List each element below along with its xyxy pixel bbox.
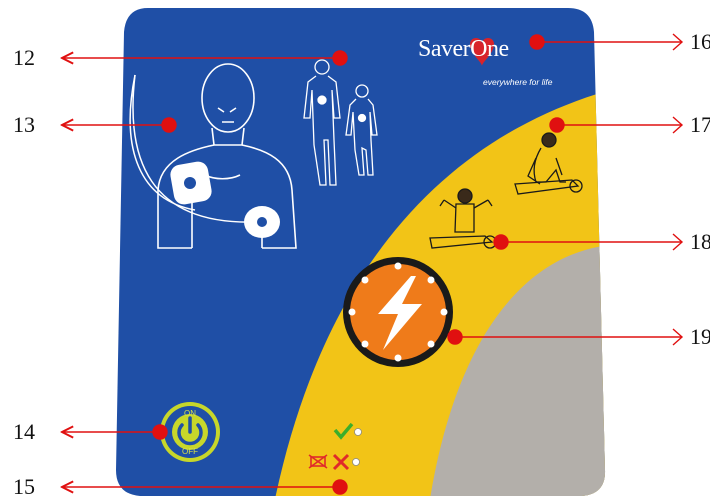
right-arrowheads — [673, 34, 682, 345]
logo-tagline: everywhere for life — [483, 77, 552, 87]
callout-18: 18 — [690, 231, 708, 253]
logo-wordmark: SaverOne — [418, 36, 509, 63]
dot-13 — [162, 118, 176, 132]
dot-12 — [333, 51, 347, 65]
callout-17: 17 — [690, 114, 708, 136]
callout-15: 15 — [13, 476, 35, 498]
dot-14 — [153, 425, 167, 439]
callout-13: 13 — [13, 114, 35, 136]
dot-15 — [333, 480, 347, 494]
fault-led — [353, 459, 360, 466]
power-off-label: OFF — [175, 447, 205, 456]
callout-14: 14 — [13, 421, 35, 443]
callout-19: 19 — [690, 326, 708, 348]
callout-12: 12 — [13, 47, 35, 69]
shock-button[interactable] — [343, 257, 453, 367]
battery-fault-icon — [309, 455, 327, 468]
ready-led — [355, 429, 362, 436]
callout-16: 16 — [690, 31, 708, 53]
power-on-label: ON — [175, 409, 205, 418]
